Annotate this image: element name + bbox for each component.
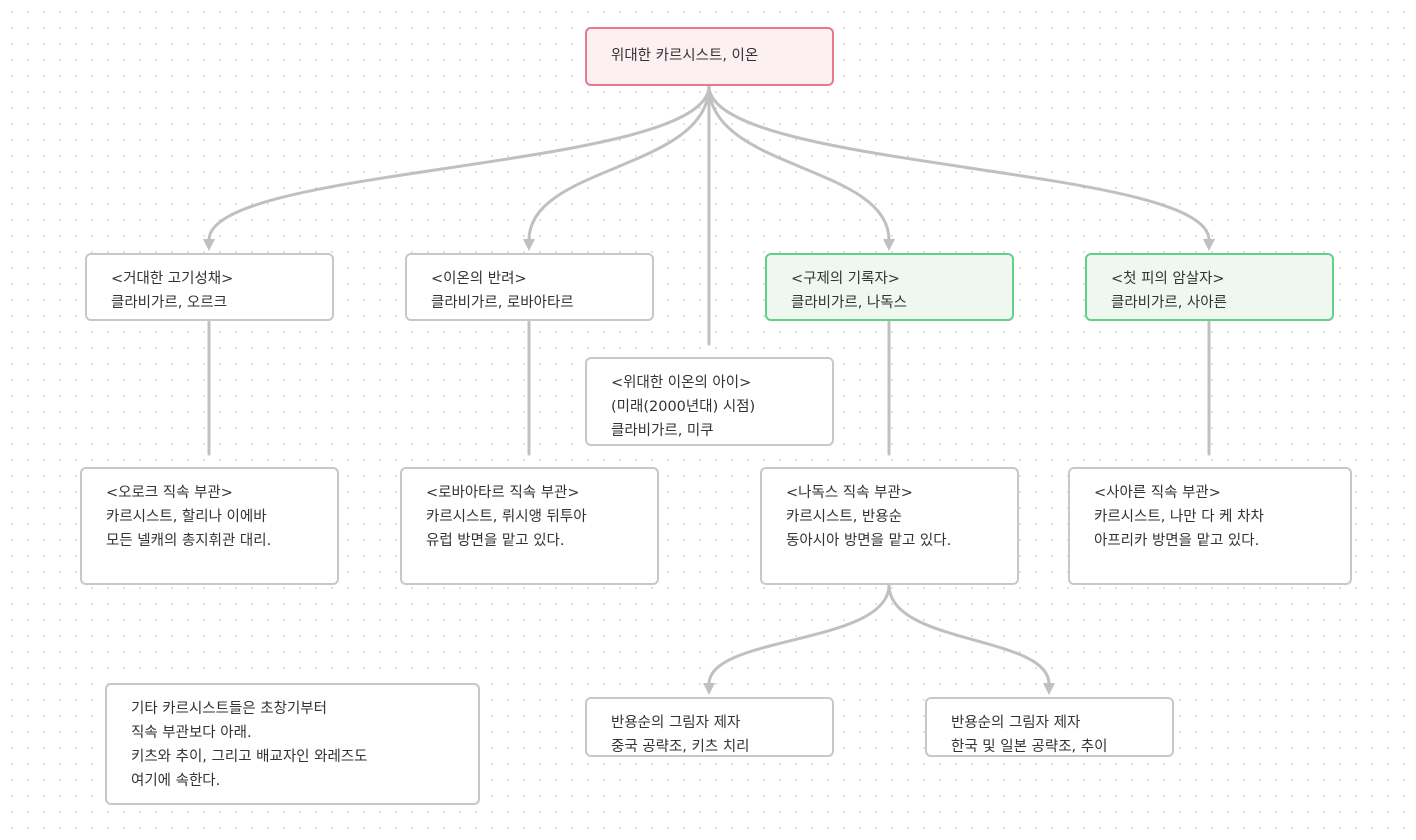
connector-root-to-glutton xyxy=(207,84,711,242)
node-root-ion[interactable]: 위대한 카르시스트, 이온 xyxy=(585,27,834,86)
node-child-miku[interactable]: <위대한 이온의 아이> (미래(2000년대) 시점) 클라비가르, 미쿠 xyxy=(585,357,834,446)
node-text: 여기에 속한다. xyxy=(131,773,221,789)
node-orc-adjutant[interactable]: <오로크 직속 부관> 카르시스트, 할리나 이에바 모든 넬캐의 총지휘관 대… xyxy=(80,467,339,585)
node-text: 직속 부관보다 아래. xyxy=(131,725,252,741)
node-text: 클라비가르, 오르크 xyxy=(111,295,227,311)
node-assassin-saaren[interactable]: <첫 피의 암살자> 클라비가르, 사아른 xyxy=(1085,253,1334,321)
arrowhead-icon xyxy=(203,239,215,251)
node-text: 모든 넬캐의 총지휘관 대리. xyxy=(106,533,272,549)
node-title: <첫 피의 암살자> xyxy=(1111,271,1225,287)
node-title: <구제의 기록자> xyxy=(791,271,900,287)
node-title: 반용순의 그림자 제자 xyxy=(611,715,741,731)
arrowhead-icon xyxy=(523,239,535,251)
node-title: <로바아타르 직속 부관> xyxy=(426,485,580,501)
node-text: 기타 카르시스트들은 초창기부터 xyxy=(131,701,327,717)
node-text: 카르시스트, 반용순 xyxy=(786,509,902,525)
arrowhead-icon xyxy=(883,239,895,251)
node-recorder-nadox[interactable]: <구제의 기록자> 클라비가르, 나독스 xyxy=(765,253,1014,321)
node-title: 반용순의 그림자 제자 xyxy=(951,715,1081,731)
node-saaren-adjutant[interactable]: <사아른 직속 부관> 카르시스트, 나만 다 케 차차 아프리카 방면을 맡고… xyxy=(1068,467,1352,585)
arrowhead-icon xyxy=(1203,239,1215,251)
connector-nadox-adjutant-to-shadow-korea-japan xyxy=(887,583,1051,686)
node-title: <이온의 반려> xyxy=(431,271,527,287)
arrowhead-icon xyxy=(1043,683,1055,695)
connector-root-to-companion xyxy=(527,84,711,242)
node-title: <사아른 직속 부관> xyxy=(1094,485,1221,501)
node-text: 카르시스트, 나만 다 케 차차 xyxy=(1094,509,1264,525)
node-glutton-orc[interactable]: <거대한 고기성채> 클라비가르, 오르크 xyxy=(85,253,334,321)
connector-nadox-adjutant-to-shadow-china xyxy=(707,583,891,686)
node-text: (미래(2000년대) 시점) xyxy=(611,399,756,415)
node-shadow-disciple-china[interactable]: 반용순의 그림자 제자 중국 공략조, 키츠 치리 xyxy=(585,697,834,757)
node-title: <나독스 직속 부관> xyxy=(786,485,913,501)
node-text: 클라비가르, 나독스 xyxy=(791,295,907,311)
node-text: 위대한 카르시스트, 이온 xyxy=(611,48,759,64)
node-shadow-disciple-korea-japan[interactable]: 반용순의 그림자 제자 한국 및 일본 공략조, 추이 xyxy=(925,697,1174,757)
node-other-karsists[interactable]: 기타 카르시스트들은 초창기부터 직속 부관보다 아래. 키츠와 추이, 그리고… xyxy=(105,683,480,805)
connector-root-to-assassin xyxy=(707,84,1211,242)
node-text: 클라비가르, 사아른 xyxy=(1111,295,1227,311)
node-text: 아프리카 방면을 맡고 있다. xyxy=(1094,533,1260,549)
node-text: 클라비가르, 미쿠 xyxy=(611,423,714,439)
arrowhead-icon xyxy=(703,683,715,695)
node-text: 동아시아 방면을 맡고 있다. xyxy=(786,533,952,549)
node-title: <오로크 직속 부관> xyxy=(106,485,233,501)
node-text: 카르시스트, 할리나 이에바 xyxy=(106,509,267,525)
node-title: <위대한 이온의 아이> xyxy=(611,375,752,391)
node-title: <거대한 고기성채> xyxy=(111,271,234,287)
node-text: 유럽 방면을 맡고 있다. xyxy=(426,533,565,549)
connector-root-to-recorder xyxy=(707,84,891,242)
node-text: 클라비가르, 로바아타르 xyxy=(431,295,574,311)
node-text: 카르시스트, 뤼시앵 뒤투아 xyxy=(426,509,587,525)
node-lova-adjutant[interactable]: <로바아타르 직속 부관> 카르시스트, 뤼시앵 뒤투아 유럽 방면을 맡고 있… xyxy=(400,467,659,585)
node-nadox-adjutant[interactable]: <나독스 직속 부관> 카르시스트, 반용순 동아시아 방면을 맡고 있다. xyxy=(760,467,1019,585)
node-text: 한국 및 일본 공략조, 추이 xyxy=(951,739,1108,755)
node-text: 중국 공략조, 키츠 치리 xyxy=(611,739,750,755)
node-text: 키츠와 추이, 그리고 배교자인 와레즈도 xyxy=(131,749,368,765)
node-companion-lova[interactable]: <이온의 반려> 클라비가르, 로바아타르 xyxy=(405,253,654,321)
